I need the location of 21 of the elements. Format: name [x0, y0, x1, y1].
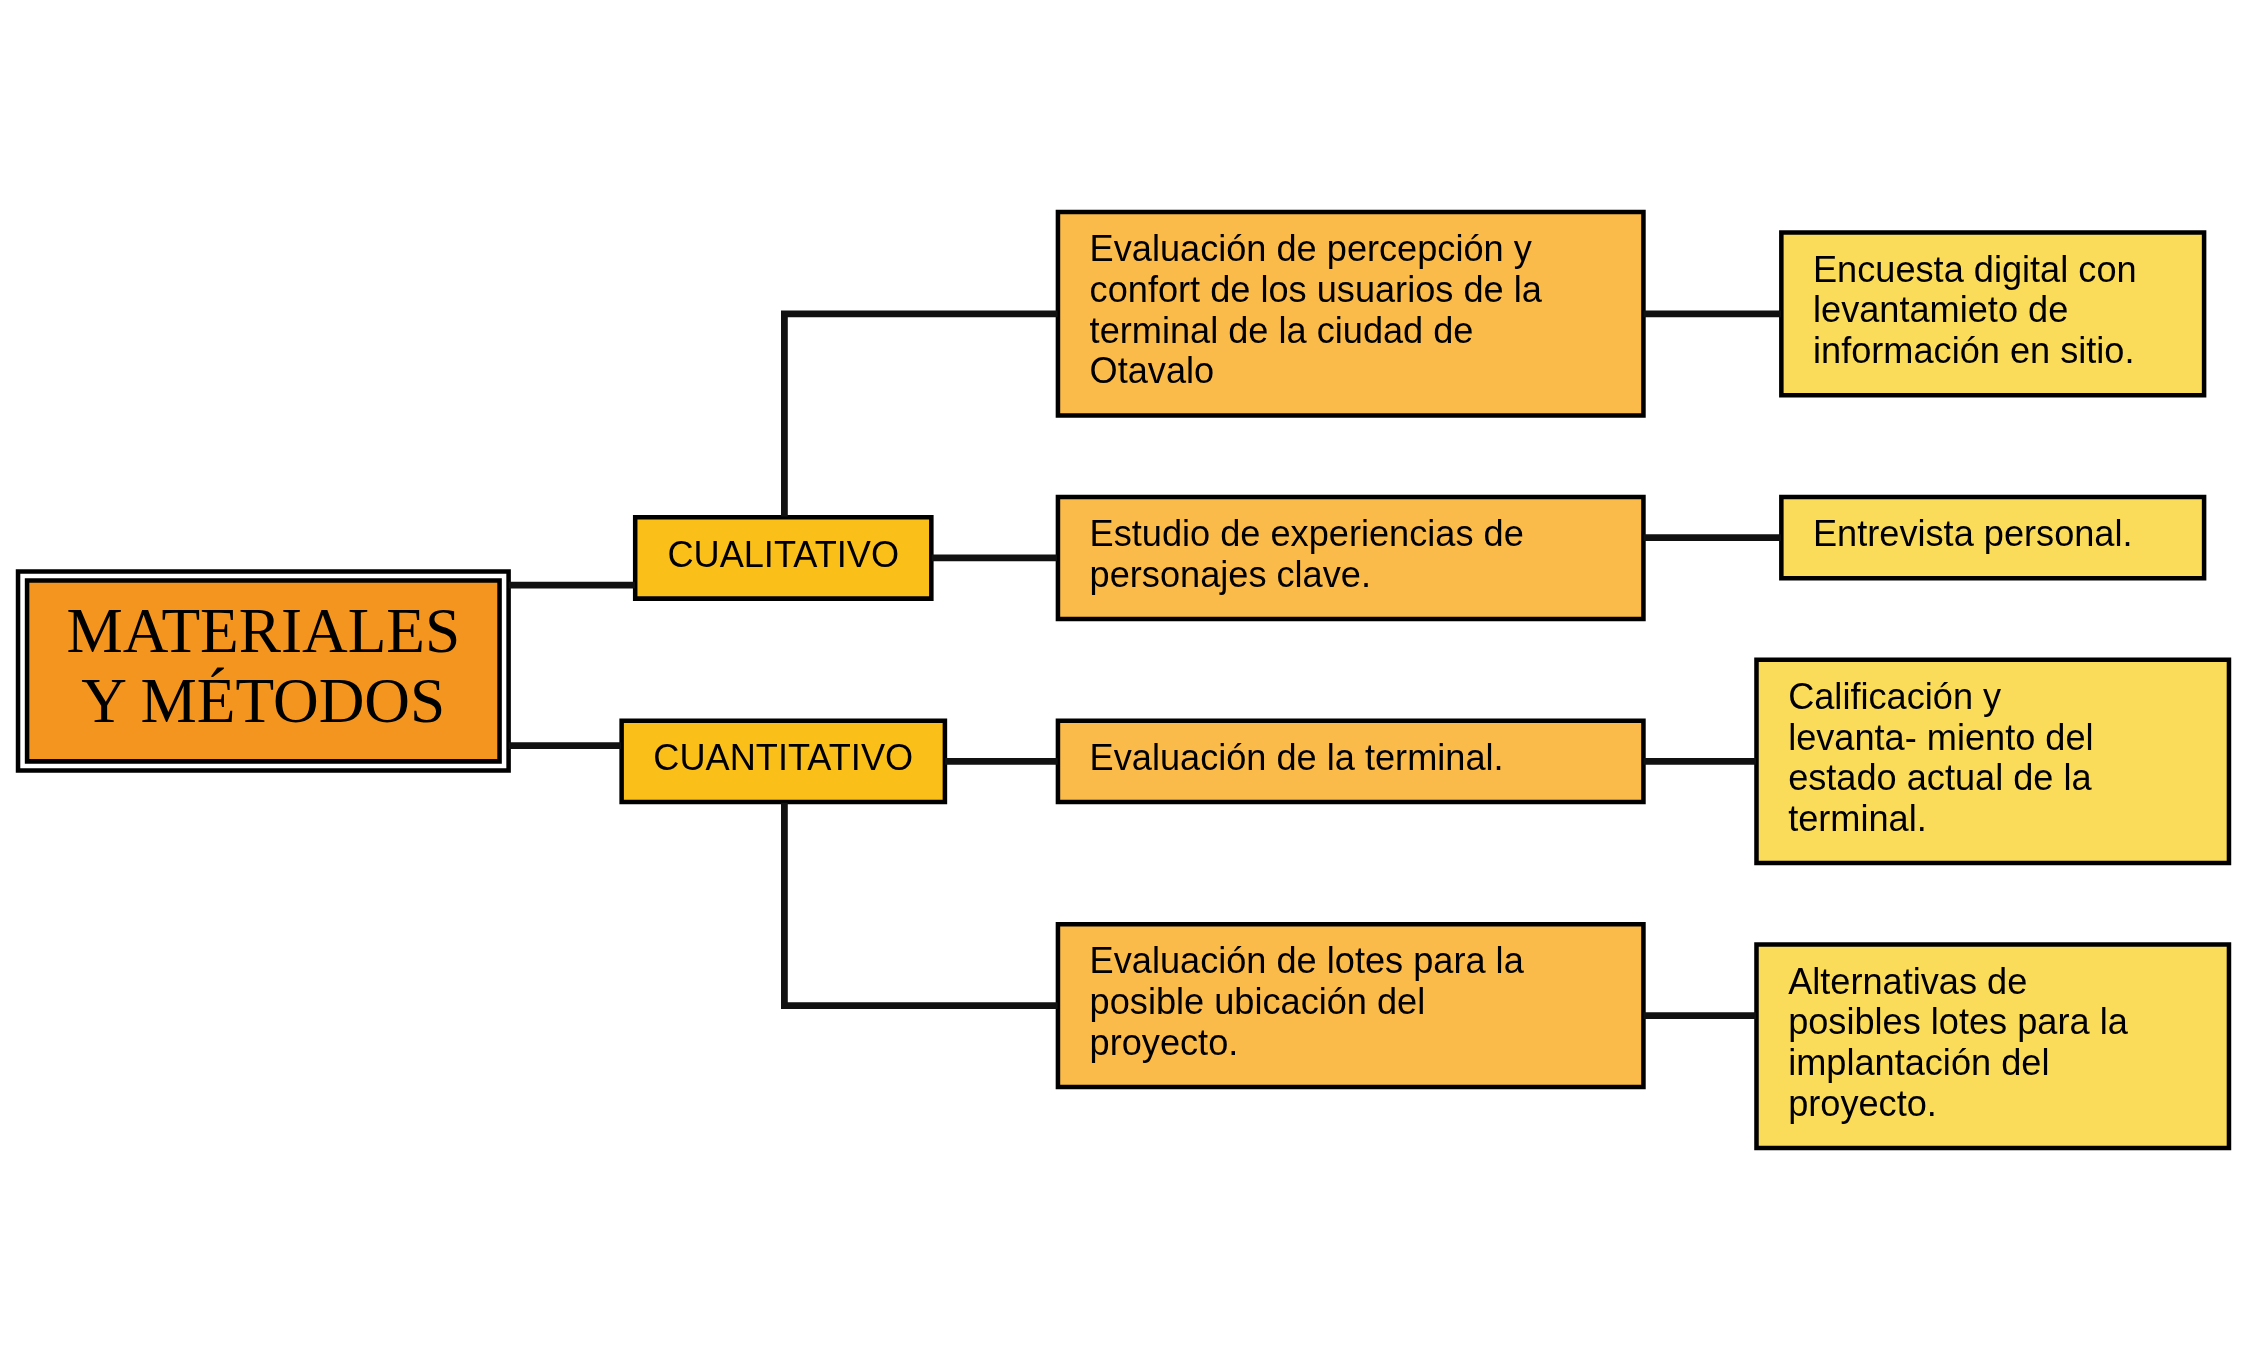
connector	[1643, 310, 1781, 318]
node-box: CUALITATIVO	[632, 514, 934, 601]
connector	[508, 581, 636, 589]
connector	[781, 310, 1058, 517]
node-box: Evaluación de la terminal.	[1055, 718, 1646, 805]
connector	[931, 554, 1057, 562]
connector	[1643, 534, 1781, 541]
connector	[781, 802, 1058, 1009]
node-box: Encuesta digital con levantamieto de información en sitio.	[1779, 230, 2207, 398]
node-box: CUANTITATIVO	[619, 718, 948, 805]
node-box: Evaluación de lotes para la posible ubicación del proyecto.	[1055, 921, 1646, 1090]
connector	[1643, 1012, 1757, 1020]
connector	[1643, 758, 1757, 765]
connector	[945, 758, 1058, 765]
node-box: Evaluación de percepción y confort de los usuarios de la terminal de la ciudad de Otavalo	[1055, 209, 1646, 418]
node-box: Entrevista personal.	[1779, 494, 2207, 581]
node-box: MATERIALES Y MÉTODOS	[15, 569, 511, 773]
node-box: Estudio de experiencias de personajes clave.	[1055, 494, 1646, 622]
node-box: Alternativas de posibles lotes para la implantación del proyecto.	[1754, 942, 2232, 1151]
node-box: Calificación y levanta- miento del estado actual de la terminal.	[1754, 657, 2232, 866]
connector	[508, 742, 622, 749]
